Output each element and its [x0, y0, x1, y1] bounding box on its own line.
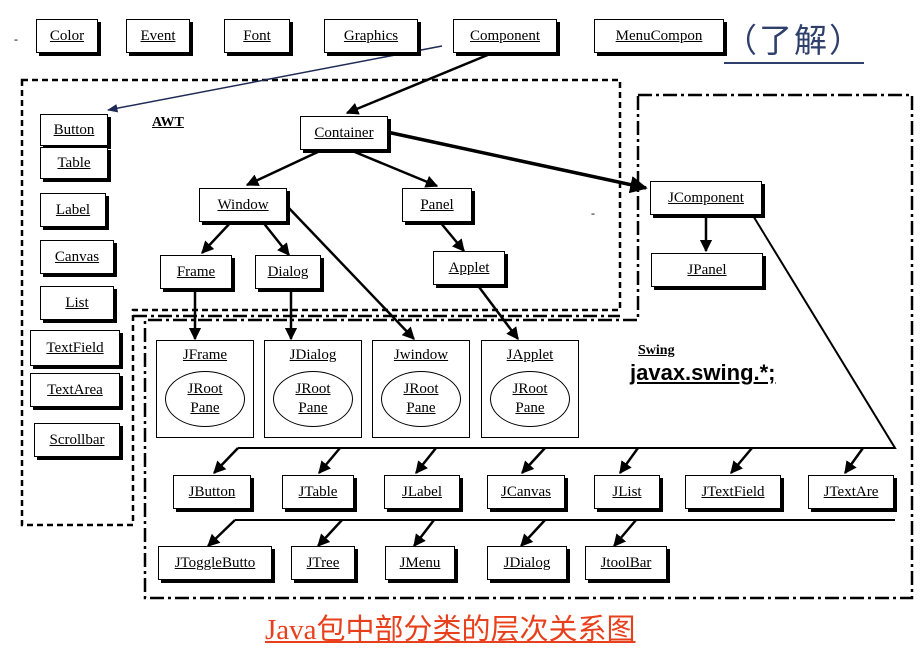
swing-jcanvas: JCanvas	[487, 475, 565, 509]
bus-to-jbutton	[213, 447, 239, 474]
swing-jdialog: JDialog	[487, 546, 567, 580]
swing-jtogglebutton: JToggleButto	[158, 546, 272, 580]
class-jcomponent: JComponent	[650, 181, 762, 215]
class-font: Font	[224, 19, 290, 53]
bus-to-jtree	[317, 519, 343, 547]
class-panel: Panel	[402, 188, 472, 222]
panel-to-applet-arrow	[439, 221, 465, 252]
class-dialog: Dialog	[255, 255, 321, 289]
toplevel-title: JApplet	[506, 347, 554, 363]
bus-to-jtextfield	[730, 447, 753, 474]
swing-jtoolbar: JtoolBar	[585, 546, 667, 580]
bus-to-jmenu	[413, 519, 435, 547]
awt-label: AWT	[152, 115, 184, 130]
swing-jtextarea: JTextAre	[808, 475, 894, 509]
container-to-window-arrow	[245, 148, 323, 187]
window-to-jwindow-arrow	[285, 204, 415, 340]
container-to-panel-arrow	[349, 148, 439, 188]
window-to-dialog-arrow	[261, 220, 290, 256]
class-applet: Applet	[433, 251, 505, 285]
toplevel-title: JDialog	[289, 347, 337, 363]
applet-to-japplet-arrow	[475, 282, 519, 340]
toplevel-title: JFrame	[182, 347, 228, 363]
jcomponent-to-row1-bus	[238, 213, 897, 449]
swing-jlabel: JLabel	[384, 475, 460, 509]
bus-to-jdialog2	[520, 519, 546, 547]
awt-label-class: Label	[40, 193, 106, 227]
bus-to-jlist	[618, 447, 640, 475]
swing-jtree: JTree	[291, 546, 355, 580]
awt-region-border	[20, 78, 622, 527]
awt-canvas: Canvas	[40, 240, 114, 274]
note-understand: （了解）	[724, 22, 864, 64]
component-to-container-arrow	[345, 52, 491, 115]
awt-textarea: TextArea	[30, 373, 120, 407]
class-jpanel: JPanel	[651, 253, 763, 287]
bus-to-jtogglebutton	[207, 519, 236, 547]
awt-list: List	[40, 286, 114, 320]
bus-to-jtable	[318, 447, 341, 474]
toplevel-title: Jwindow	[393, 347, 449, 363]
swing-label: Swing	[638, 343, 675, 358]
awt-textfield: TextField	[30, 330, 120, 366]
class-menucomponent: MenuCompon	[594, 19, 724, 53]
swing-jtextfield: JTextField	[685, 475, 781, 509]
class-event: Event	[126, 19, 190, 53]
awt-table: Table	[40, 147, 108, 179]
class-color: Color	[36, 19, 98, 53]
bus-to-jtextarea	[843, 447, 865, 475]
awt-scrollbar: Scrollbar	[34, 423, 120, 457]
swing-region-border	[143, 93, 914, 600]
awt-button: Button	[40, 114, 108, 146]
component-to-button-arrow	[106, 45, 443, 113]
swing-jtable: JTable	[282, 475, 354, 509]
class-window: Window	[199, 188, 287, 222]
swing-jlist: JList	[594, 475, 660, 509]
class-container: Container	[300, 116, 388, 150]
bus-to-jlabel	[415, 447, 437, 474]
bus-to-jtoolbar	[613, 519, 637, 547]
diagram-caption: Java包中部分类的层次关系图	[265, 614, 636, 646]
class-component: Component	[453, 19, 557, 53]
swing-package: javax.swing.*;	[630, 360, 776, 385]
swing-jbutton: JButton	[173, 475, 251, 509]
bus-to-jcanvas	[521, 447, 546, 474]
swing-jmenu: JMenu	[385, 546, 455, 580]
container-to-jcomponent-arrow	[386, 130, 648, 194]
class-graphics: Graphics	[324, 19, 418, 53]
window-to-frame-arrow	[201, 220, 233, 254]
class-frame: Frame	[160, 255, 232, 289]
